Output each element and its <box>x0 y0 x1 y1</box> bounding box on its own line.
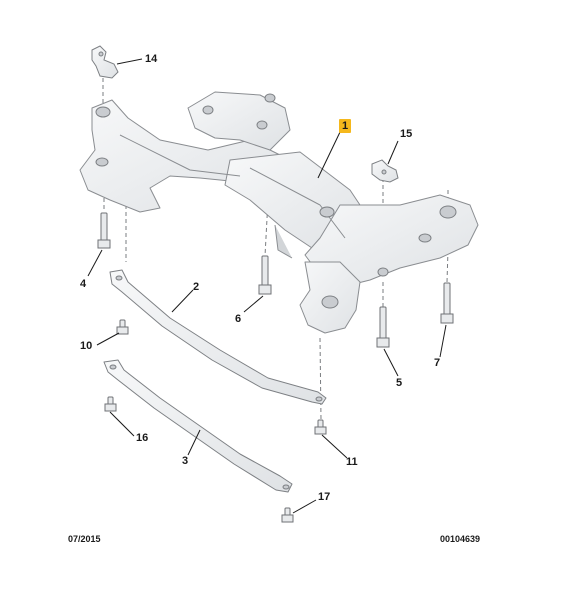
bolt-part-10 <box>116 319 129 335</box>
leader-lines <box>87 58 447 514</box>
callout-17: 17 <box>318 491 331 503</box>
callout-16: 16 <box>136 432 149 444</box>
callout-1: 1 <box>339 119 352 133</box>
callout-10: 10 <box>80 340 93 352</box>
callout-5: 5 <box>396 377 403 389</box>
diagram-reference-code: 00104639 <box>440 534 481 544</box>
strut-bar-part-3 <box>103 359 293 493</box>
callout-2: 2 <box>193 281 200 293</box>
bolt-part-17 <box>281 507 294 523</box>
bracket-part-14 <box>91 45 119 79</box>
callout-3: 3 <box>182 455 189 467</box>
bolt-part-7 <box>440 282 454 324</box>
mounting-holes <box>95 93 457 309</box>
callout-4: 4 <box>80 278 87 290</box>
bolt-part-16 <box>104 396 117 412</box>
bolt-part-5 <box>376 306 390 348</box>
bolt-part-4 <box>97 212 111 249</box>
bolt-part-6 <box>258 255 272 295</box>
bracket-part-15 <box>371 159 399 183</box>
callout-6: 6 <box>235 313 242 325</box>
strut-bar-part-2 <box>109 269 327 405</box>
diagram-date: 07/2015 <box>68 534 101 544</box>
callout-15: 15 <box>400 128 413 140</box>
callout-7: 7 <box>434 357 441 369</box>
bolt-part-11 <box>314 419 327 435</box>
callout-11: 11 <box>346 456 358 468</box>
callout-14: 14 <box>145 53 158 65</box>
subframe-part-1 <box>79 91 479 334</box>
